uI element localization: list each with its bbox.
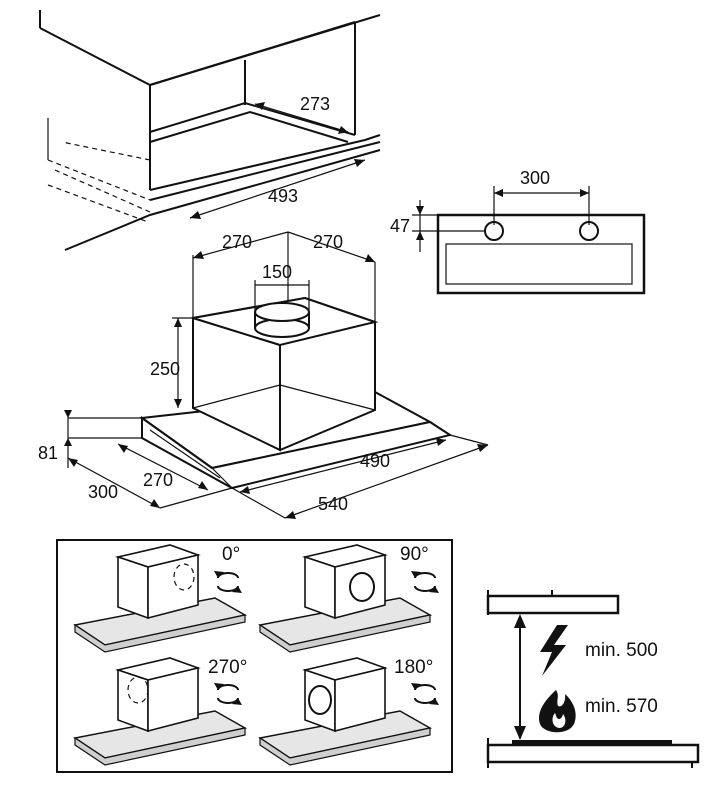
dim-hood-left-offset: 270	[222, 232, 252, 252]
dim-hole-spacing: 300	[520, 168, 550, 188]
rotation-angle-label: 90°	[400, 544, 429, 565]
rotation-angle-label: 270°	[208, 657, 247, 678]
dim-hood-right-offset: 270	[313, 232, 343, 252]
clearance-diagram: min. 500 min. 570	[486, 590, 700, 768]
hood-drawing: 270 270 150 250 81 300 270 490	[38, 231, 489, 519]
rotation-option-0: 0°	[73, 544, 248, 653]
dim-width-inner: 490	[360, 451, 390, 471]
clearance-gas-label: min. 570	[585, 696, 658, 717]
dim-panel-height: 81	[38, 443, 58, 463]
dim-cabinet-depth: 273	[300, 94, 330, 114]
front-panel-drawing: 300 47	[390, 168, 646, 295]
rotation-option-90: 90°	[258, 544, 439, 653]
gas-flame-icon	[539, 690, 576, 733]
cabinet-drawing: 273 493	[39, 10, 381, 251]
dim-depth-inner: 270	[143, 470, 173, 490]
rotation-option-270: 270°	[73, 657, 247, 766]
rotation-angle-label: 180°	[394, 657, 433, 678]
dim-hole-offset: 47	[390, 216, 410, 236]
electric-icon	[540, 625, 568, 676]
rotation-angle-label: 0°	[222, 544, 240, 565]
dim-duct-diameter: 150	[262, 262, 292, 282]
dim-depth-outer: 300	[88, 482, 118, 502]
dim-width-outer: 540	[318, 494, 348, 514]
dim-box-height: 250	[150, 359, 180, 379]
dim-cabinet-width: 493	[268, 186, 298, 206]
rotation-option-180: 180°	[258, 657, 439, 766]
clearance-electric-label: min. 500	[585, 640, 658, 661]
rotation-panel: 0° 90° 270°	[56, 539, 453, 773]
